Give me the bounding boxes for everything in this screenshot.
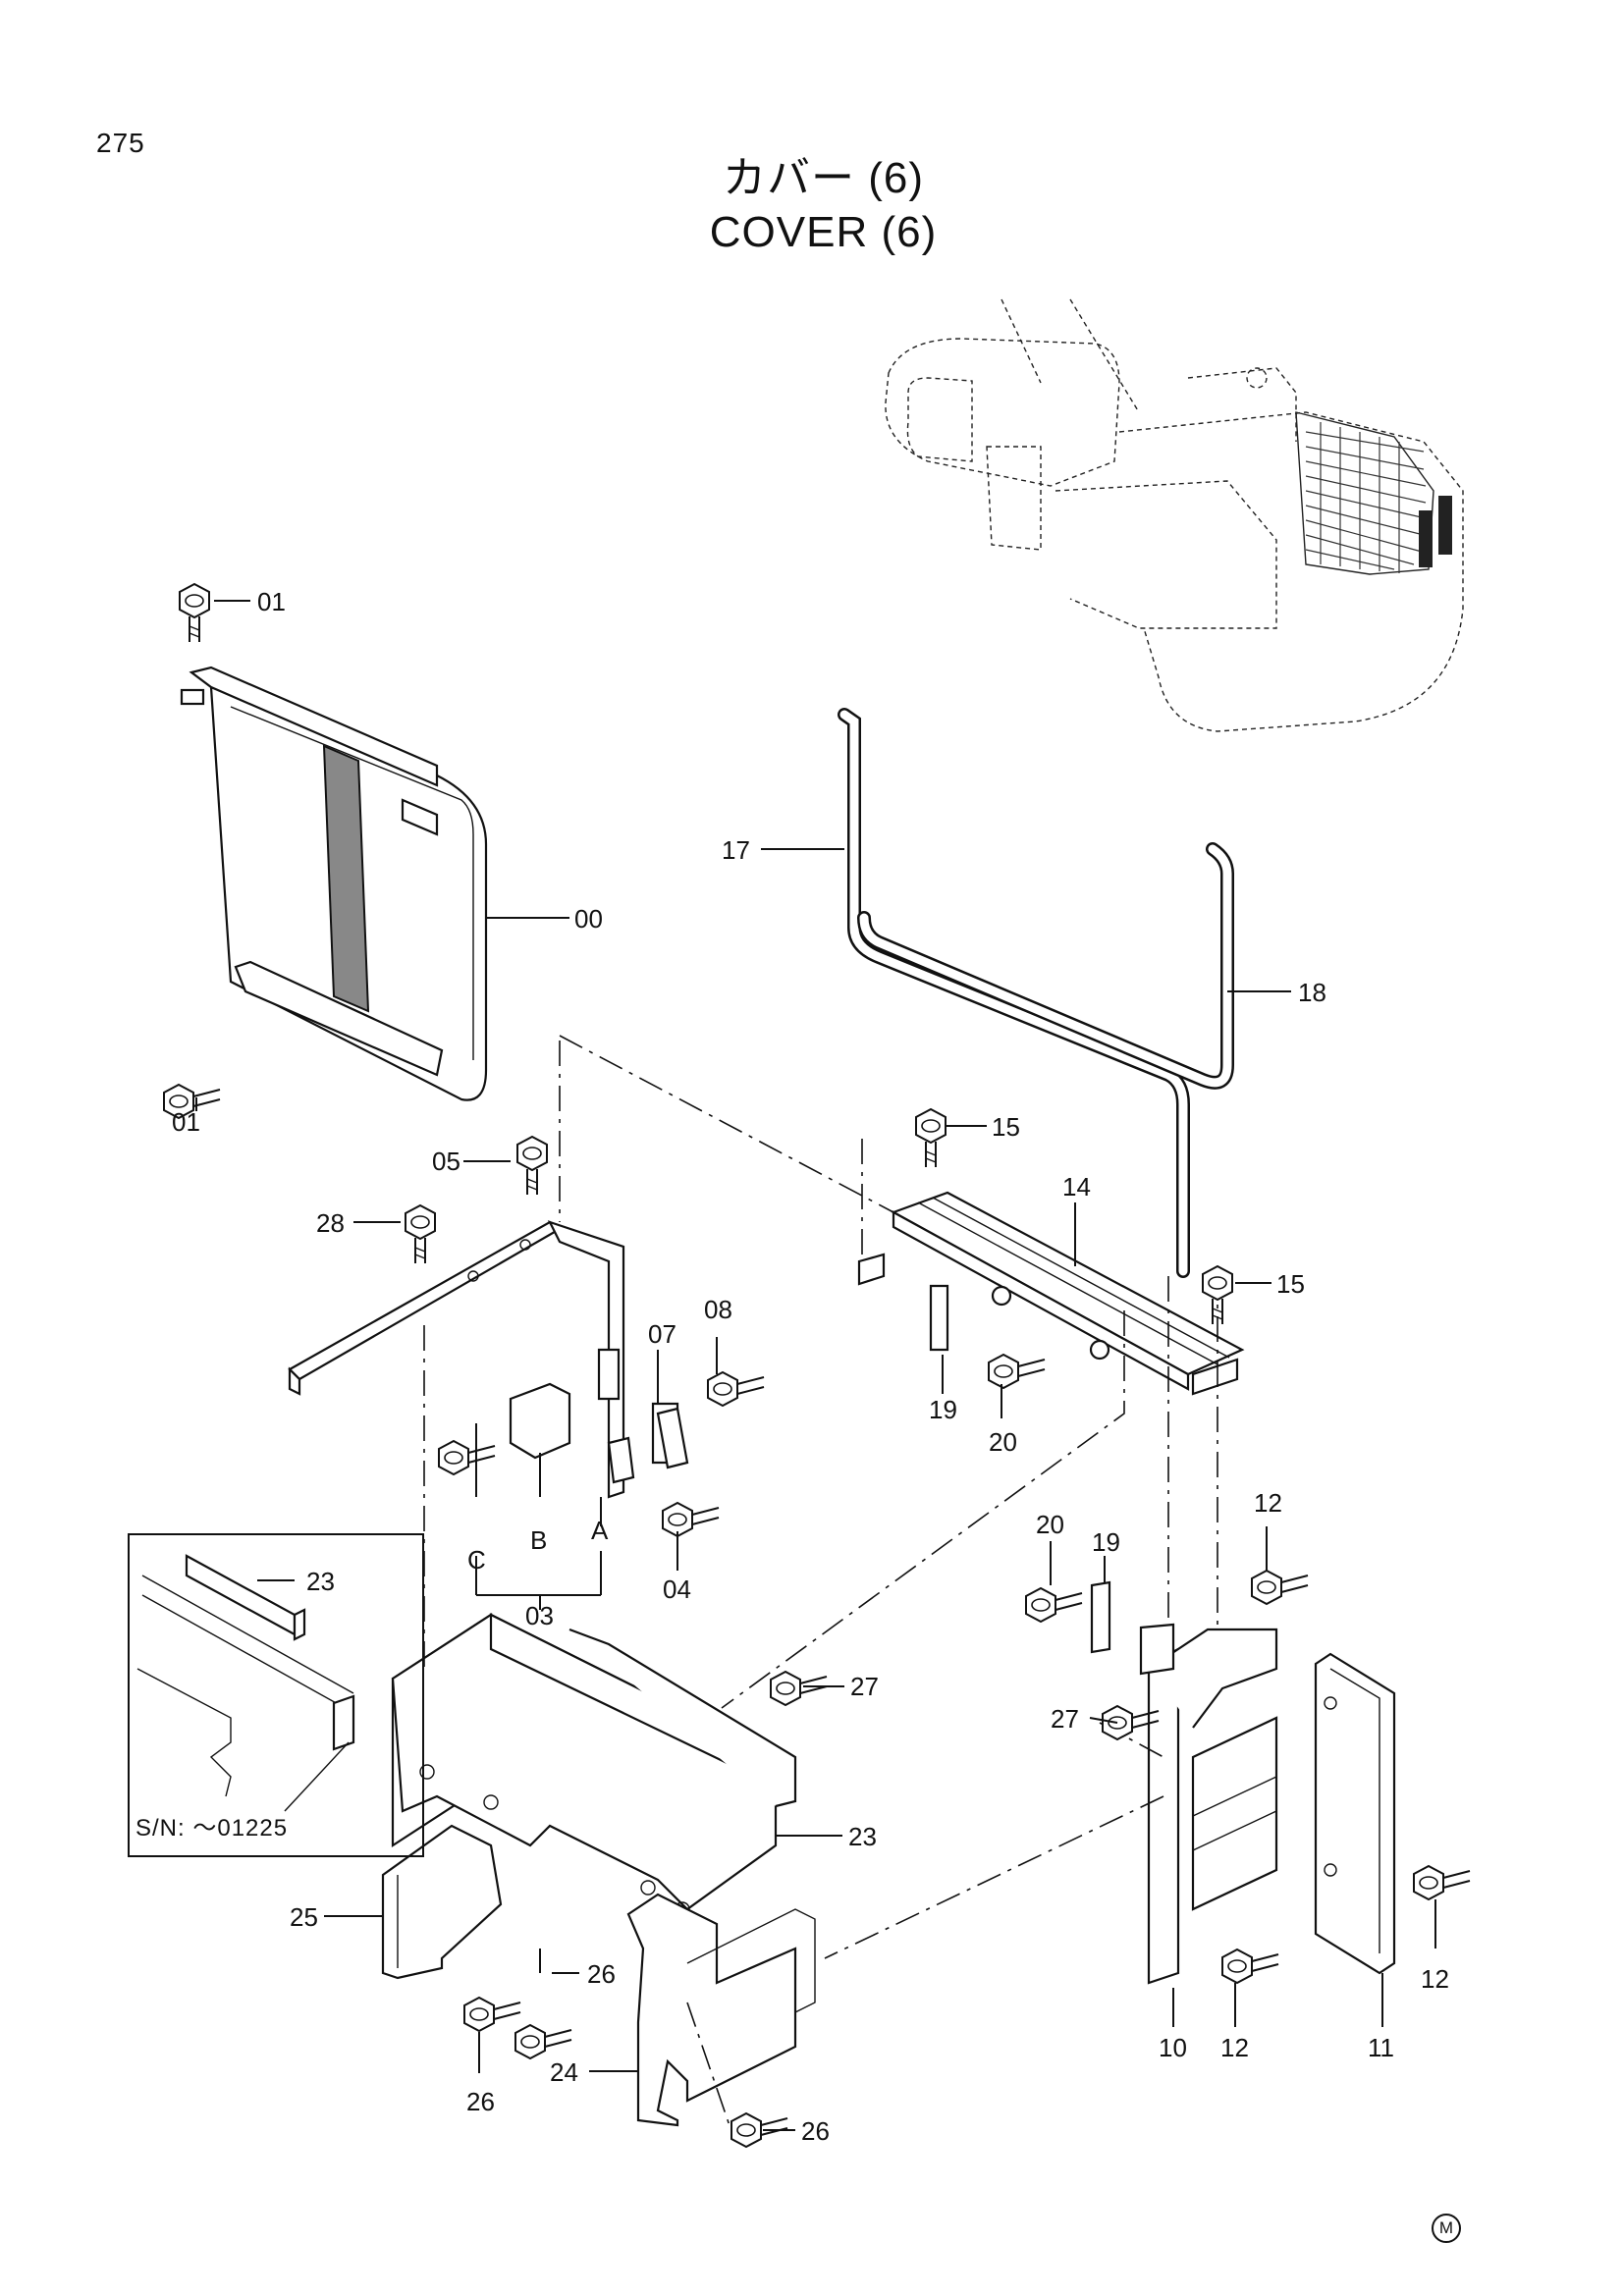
part-post-10 [1147,1628,1278,1985]
part-clip-19-upper [929,1284,949,1352]
callout-10: 10 [1159,2033,1187,2062]
part-clip-19-lower [1090,1580,1175,1676]
callout-27a: 27 [850,1672,879,1701]
assembly-lines [423,1035,1218,2141]
callout-20a: 20 [989,1427,1017,1457]
callout-labels: 01 00 01 05 28 08 07 A B C 03 04 17 18 1… [172,587,1449,2146]
page-number: 275 [96,128,145,158]
callout-26b: 26 [466,2087,495,2116]
callout-03: 03 [525,1601,554,1630]
callout-17: 17 [722,835,750,865]
part-bracket-25 [381,1824,503,1980]
callout-12c: 12 [1421,1964,1449,1994]
callout-28: 28 [316,1208,345,1238]
callout-14: 14 [1062,1172,1091,1201]
part-bracket-24 [626,1893,816,2127]
callout-b: B [530,1525,547,1555]
inset-detail-frame [128,1533,424,1857]
callout-00: 00 [574,904,603,934]
callout-07: 07 [648,1319,676,1349]
page-title-japanese: カバー (6) [723,154,924,202]
callout-23a: 23 [306,1567,335,1596]
callout-a: A [591,1516,609,1545]
part-rail-14 [857,1191,1245,1396]
page-title-english: COVER (6) [709,208,938,256]
part-tray-23 [391,1612,797,1917]
machine-overview-icon [885,298,1464,732]
part-cover-00 [180,666,488,1101]
callout-25: 25 [290,1902,318,1932]
callout-12a: 12 [1254,1488,1282,1518]
callout-04: 04 [663,1575,691,1604]
callout-01b: 01 [172,1107,200,1137]
callout-24: 24 [550,2057,578,2087]
callout-19a: 19 [929,1395,957,1424]
part-rod-18 [857,842,1234,1090]
callout-08: 08 [704,1295,732,1324]
callout-19b: 19 [1092,1527,1120,1557]
callout-26a: 26 [587,1959,616,1989]
part-frame-03 [288,1220,679,1499]
callout-15b: 15 [1276,1269,1305,1299]
callout-27b: 27 [1051,1704,1079,1734]
part-panel-11 [1314,1652,1396,1975]
callout-05: 05 [432,1147,460,1176]
callout-20b: 20 [1036,1510,1064,1539]
callout-26c: 26 [801,2116,830,2146]
part-rod-17 [838,708,1190,1278]
callout-18: 18 [1298,978,1326,1007]
leader-lines [195,600,1436,2131]
callout-c: C [467,1545,486,1575]
inset-detail [136,1554,355,1812]
circled-m-icon: M [1432,2214,1461,2243]
callout-11: 11 [1368,2033,1394,2062]
callout-23b: 23 [848,1822,877,1851]
inset-serial-note: S/N: ～01225 [135,1815,289,1842]
callout-15a: 15 [992,1112,1020,1142]
callout-12b: 12 [1220,2033,1249,2062]
part-clip-07 [656,1407,689,1469]
callout-01a: 01 [257,587,286,616]
